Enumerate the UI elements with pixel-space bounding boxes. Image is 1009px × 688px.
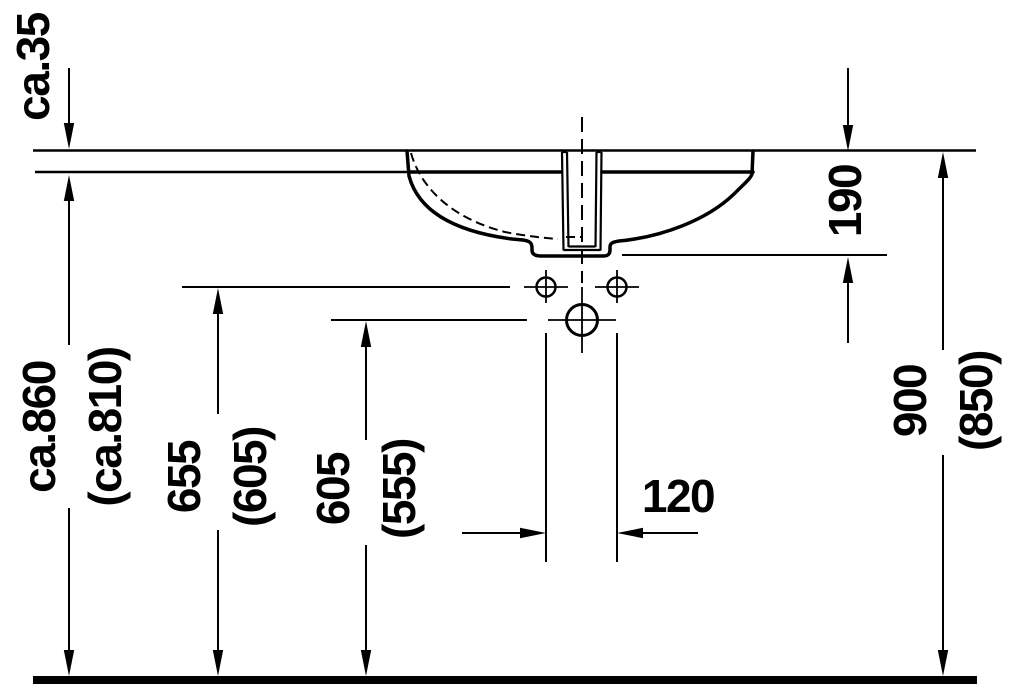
drain-hole <box>548 287 616 353</box>
label-fixing-holes-height-main: 655 <box>158 440 210 514</box>
label-rim-height-main: 900 <box>884 364 936 438</box>
label-fixing-holes-height: 655 (605) <box>151 427 283 527</box>
dim-countertop-thickness <box>63 68 75 149</box>
dim-basin-depth <box>622 68 887 343</box>
dim-rim-height <box>937 152 949 676</box>
label-underside-height-alt: (ca.810) <box>79 347 131 507</box>
drain-tube <box>560 150 603 252</box>
dim-drain-hole-height <box>331 319 527 676</box>
label-drain-hole-height-alt: (555) <box>373 439 425 539</box>
fixing-hole-right <box>595 270 639 303</box>
label-countertop-thickness: ca.35 <box>7 13 59 121</box>
fixing-hole-left <box>524 270 568 303</box>
floor-line <box>33 676 977 684</box>
label-basin-depth: 190 <box>819 164 871 238</box>
label-drain-hole-height-main: 605 <box>307 452 359 526</box>
basin-outline <box>405 149 755 258</box>
dim-fixing-holes-height <box>182 286 510 676</box>
label-rim-height-alt: (850) <box>950 351 1002 451</box>
dim-drain-offset <box>462 333 698 562</box>
label-underside-height-main: ca.860 <box>13 361 65 493</box>
label-rim-height: 900 (850) <box>877 351 1009 451</box>
label-fixing-holes-height-alt: (605) <box>224 427 276 527</box>
label-underside-height: ca.860 (ca.810) <box>6 347 138 506</box>
dim-underside-height <box>63 175 75 676</box>
label-drain-hole-height: 605 (555) <box>300 439 432 539</box>
basin-hidden-contour <box>410 152 583 240</box>
label-drain-offset: 120 <box>641 470 716 522</box>
